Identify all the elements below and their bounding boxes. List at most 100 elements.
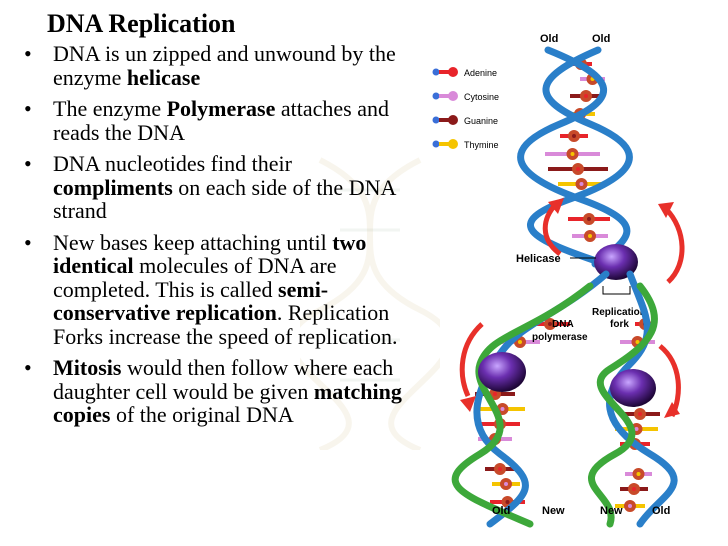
arrow-head-lower-left xyxy=(460,396,476,412)
legend-base-icon xyxy=(448,139,458,149)
base-nucleotide xyxy=(544,318,556,330)
legend-label: Adenine xyxy=(464,68,497,78)
strand-label-top-right: Old xyxy=(592,33,610,45)
legend-base-bar xyxy=(439,142,449,146)
base-nucleotide xyxy=(568,130,580,142)
bullet-bold-text: helicase xyxy=(126,64,201,90)
legend-base-icon xyxy=(448,67,458,77)
base-nucleotide xyxy=(624,500,636,512)
polymerase-label-line1: DNA xyxy=(552,319,574,330)
parent-helix xyxy=(517,46,633,268)
base-nucleotide xyxy=(572,163,584,175)
bullet-item: •DNA nucleotides find their compliments … xyxy=(22,152,417,223)
legend-base-bar xyxy=(439,70,449,74)
bullet-text: of the original DNA xyxy=(110,402,294,427)
old-strand-right-daughter xyxy=(606,270,678,528)
bullet-text: DNA is un zipped and unwound by the enzy… xyxy=(53,41,396,90)
base-nucleotide xyxy=(500,478,512,490)
new-strand-right-daughter xyxy=(588,282,658,528)
bullet-text: attaches and reads the DNA xyxy=(53,96,389,145)
arrow-lower-left xyxy=(459,322,484,398)
helicase-label: Helicase xyxy=(516,253,561,265)
bullet-text: on each side of the DNA strand xyxy=(53,174,396,223)
polymerase-enzyme-left xyxy=(478,352,526,392)
bullet-item: • Mitosis would then follow where each da… xyxy=(22,356,417,427)
strand-label-bottom: New xyxy=(542,505,565,517)
bullet-text: would then follow where each daughter ce… xyxy=(53,355,394,404)
arrow-top-left xyxy=(542,202,562,256)
bullet-marker: • xyxy=(24,96,32,121)
bullet-bold-text: Polymerase xyxy=(166,96,276,121)
bullet-bold-text: Mitosis xyxy=(53,355,122,380)
strand-label-bottom: Old xyxy=(652,505,670,517)
arrow-top-right xyxy=(664,207,685,284)
base-nucleotide xyxy=(494,463,506,475)
arrow-head-lower-right xyxy=(664,402,680,418)
arrow-lower-right xyxy=(658,344,681,418)
bullet-text: New bases keep attaching until xyxy=(53,229,333,255)
polymerase-enzyme-right xyxy=(610,369,656,407)
legend-base-icon xyxy=(448,115,458,125)
fork-label-line2: fork xyxy=(610,319,629,330)
bullet-text: molecules of DNA are completed. This is … xyxy=(53,253,337,302)
new-strand-left-daughter xyxy=(451,282,594,528)
base-nucleotide xyxy=(634,408,646,420)
legend-sugar-icon xyxy=(432,68,440,76)
legend-base-icon xyxy=(448,91,458,101)
base-nucleotide xyxy=(632,468,645,480)
background-helix-watermark xyxy=(300,157,440,450)
base-nucleotide xyxy=(584,230,596,242)
base-nucleotide xyxy=(580,90,592,102)
fork-label-line1: Replication xyxy=(592,307,646,318)
bottom-strand-labels: Old New New Old xyxy=(492,505,670,517)
bullet-marker: • xyxy=(24,229,32,255)
legend-label: Cytosine xyxy=(464,92,499,102)
legend-label: Guanine xyxy=(464,116,498,126)
bullet-marker: • xyxy=(24,41,32,66)
legend-sugar-icon xyxy=(432,116,440,124)
slide-title: DNA Replication xyxy=(47,9,236,38)
bullet-list: • DNA is un zipped and unwound by the enz… xyxy=(22,42,417,435)
bullet-marker: • xyxy=(24,355,32,380)
arrow-heads xyxy=(460,198,680,418)
bullet-bold-text: semi-conservative replication xyxy=(53,276,329,325)
bullet-bold-text: two identical xyxy=(53,229,367,278)
strand-label-bottom: New xyxy=(600,505,623,517)
daughter-helix-left xyxy=(451,270,610,528)
legend-base-bar xyxy=(439,118,449,122)
legend-item: Cytosine xyxy=(432,91,499,102)
base-nucleotide xyxy=(583,213,595,225)
bullet-item: • New bases keep attaching until two iden… xyxy=(22,229,417,349)
bullet-bold-text: compliments xyxy=(53,174,173,200)
bullet-text: The enzyme xyxy=(53,96,167,121)
legend-label: Thymine xyxy=(464,140,499,150)
legend-base-bar xyxy=(439,94,449,98)
bullet-item: • The enzyme Polymerase attaches and read… xyxy=(22,97,417,144)
bullet-text: DNA nucleotides find their xyxy=(53,151,292,176)
bullet-item: • DNA is un zipped and unwound by the enz… xyxy=(22,42,417,89)
bullet-text: . Replication Forks increase the speed o… xyxy=(53,300,398,349)
base-nucleotide xyxy=(575,178,588,190)
legend-sugar-icon xyxy=(432,140,440,148)
strand-label-top-left: Old xyxy=(540,33,558,45)
legend-item: Thymine xyxy=(432,139,499,150)
base-nucleotide xyxy=(628,483,640,495)
old-strand-right xyxy=(527,46,633,268)
polymerase-label-line2: polymerase xyxy=(532,332,588,343)
strand-label-bottom: Old xyxy=(492,505,510,517)
legend-item: Adenine xyxy=(432,67,497,78)
bullet-marker: • xyxy=(24,151,32,176)
legend-item: Guanine xyxy=(432,115,498,126)
arrow-head-top-left xyxy=(548,198,564,214)
daughter-helix-right xyxy=(588,270,678,528)
base-nucleotide xyxy=(514,336,526,348)
bullet-bold-text: matching copies xyxy=(53,378,402,427)
base-nucleotide xyxy=(566,148,579,160)
fork-bracket xyxy=(602,286,631,295)
old-strand-left xyxy=(517,46,631,268)
arrow-head-top-right xyxy=(658,202,674,218)
direction-arrows xyxy=(459,202,685,418)
legend-sugar-icon xyxy=(432,92,440,100)
